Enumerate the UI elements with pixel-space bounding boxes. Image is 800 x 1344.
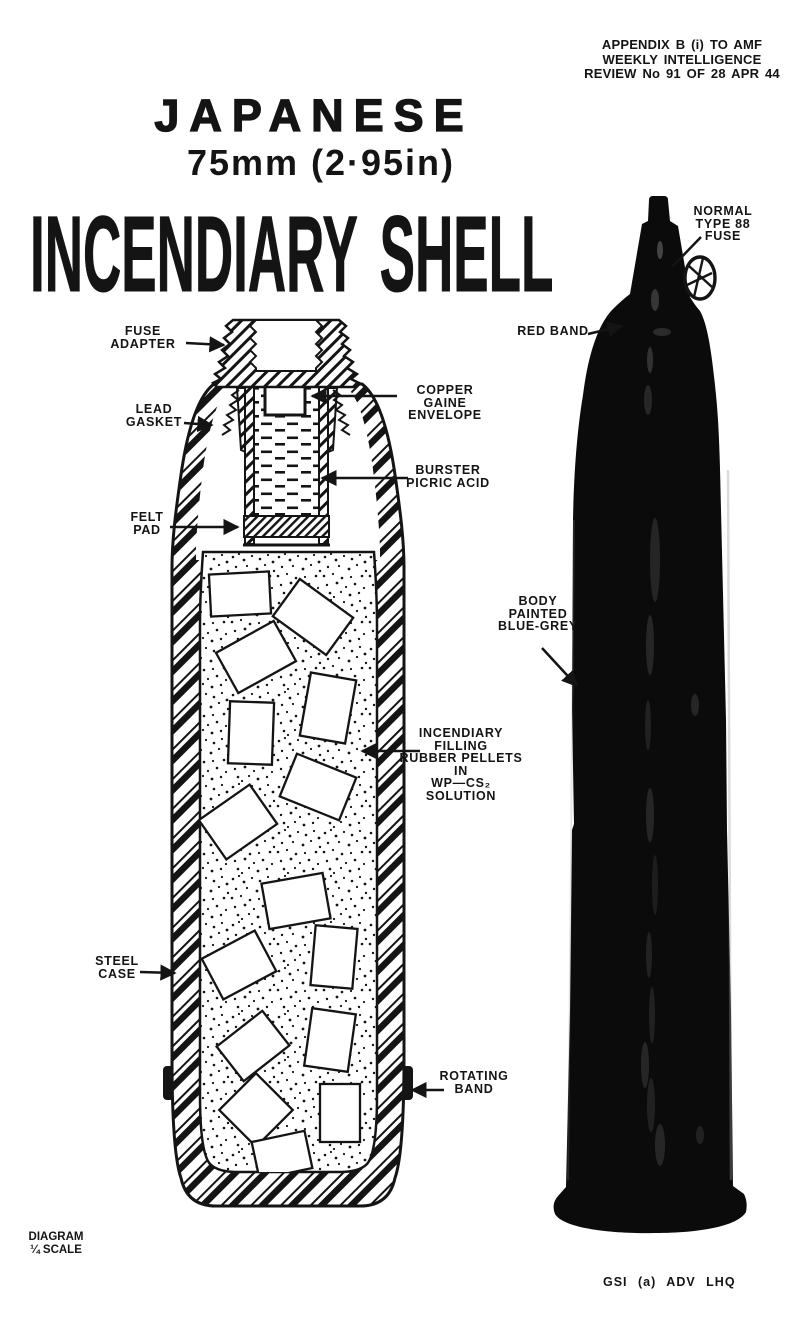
rubber-pellet [226,700,276,766]
rubber-pellet [250,1129,314,1172]
shell-photo-silhouette [553,196,747,1234]
credit-line: GSI (a) ADV LHQ [603,1275,736,1289]
rubber-pellet [309,924,359,990]
label-red-band: RED BAND [517,324,589,338]
label-lead-gasket: LEAD GASKET [125,402,183,429]
leader-red-band [587,321,624,338]
leader-lead-gasket [183,415,214,433]
label-normal-fuse: NORMAL TYPE 88 FUSE [693,204,753,243]
rubber-pellet [302,1006,358,1074]
rubber-pellet [318,1082,362,1144]
leader-normal-fuse [671,236,702,268]
felt-pad-section [243,515,330,538]
label-steel-case: STEEL CASE [95,954,139,981]
title-main: INCENDIARY SHELL [30,193,800,315]
label-body-painted: BODY PAINTED BLUE-GREY [498,594,578,633]
rubber-pellets [200,570,362,1172]
rubber-pellet [207,570,273,618]
shell-photograph [553,196,747,1234]
rubber-pellet [298,671,358,745]
leader-body-painted [541,647,579,688]
photo-highlights [567,241,733,1181]
rubber-pellet [214,619,298,695]
title-main-text: INCENDIARY SHELL [30,194,554,315]
label-fuse-adapter: FUSE ADAPTER [110,324,176,351]
rubber-pellet [278,752,358,822]
leader-steel-case [139,964,177,981]
label-felt-pad: FELT PAD [130,510,164,537]
rubber-pellet [200,929,278,1001]
shell-mouth-threads-left [221,389,240,436]
rubber-pellet [260,871,332,931]
label-incendiary-filling: INCENDIARY FILLING RUBBER PELLETS IN WP—… [399,726,523,803]
label-copper-gaine: COPPER GAINE ENVELOPE [408,383,482,422]
incendiary-filling-cavity [198,550,379,1174]
fuse-well-threads [248,319,324,372]
label-rotating-band: ROTATING BAND [439,1069,509,1096]
shell-mouth-threads-right [332,389,351,436]
diagram-scale-note: DIAGRAM ¼ SCALE [28,1231,84,1256]
fuse-safety-ring [683,255,717,301]
rubber-pellet [200,782,279,862]
rubber-pellet [271,577,355,657]
shell-cross-section-diagram [163,318,413,1208]
leader-lines [139,236,702,1099]
label-burster: BURSTER PICRIC ACID [406,463,490,490]
rubber-pellet [217,1071,295,1149]
title-nationality: JAPANESE [154,89,474,141]
leader-fuse-adapter [185,336,226,353]
title-caliber: 75mm (2·95in) [186,142,456,183]
rubber-pellet [214,1009,292,1083]
appendix-header: APPENDIX B (i) TO AMF WEEKLY INTELLIGENC… [584,37,780,81]
